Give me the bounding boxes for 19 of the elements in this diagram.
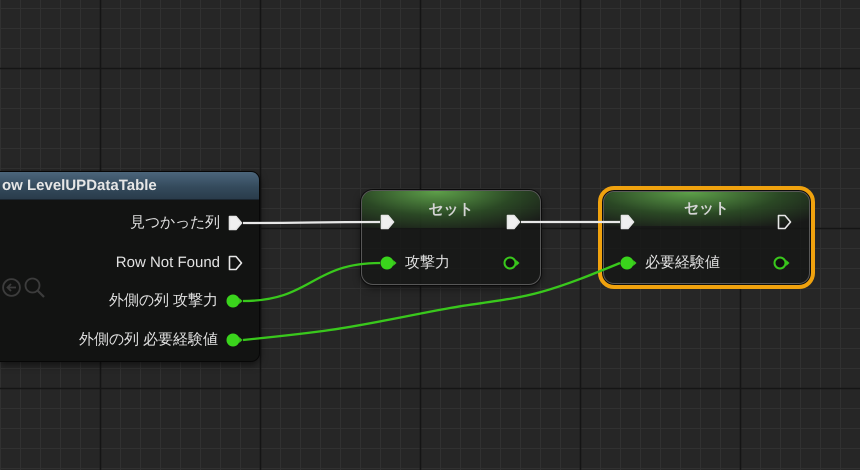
- exec-pin: [620, 214, 635, 230]
- pin-label: 必要経験値: [645, 253, 720, 273]
- pin-label: 見つかった列: [130, 213, 220, 233]
- node-title: セット: [684, 200, 729, 218]
- blueprint-node: [0, 171, 260, 362]
- pin-label: 外側の列 攻撃力: [108, 291, 218, 311]
- pin-label: 攻撃力: [405, 253, 450, 273]
- blueprint-node: [598, 186, 815, 289]
- exec-pin: [506, 214, 521, 230]
- wire: [242, 262, 380, 302]
- pin-label: Row Not Found: [116, 253, 220, 273]
- pin-label: 外側の列 必要経験値: [78, 330, 218, 350]
- node-title: セット: [428, 200, 474, 218]
- blueprint-node: [361, 190, 541, 285]
- node-title: ow LevelUPDataTable: [2, 177, 157, 195]
- wire: [521, 220, 620, 224]
- exec-pin: [380, 214, 395, 230]
- wire: [243, 220, 380, 224]
- wire: [242, 262, 620, 342]
